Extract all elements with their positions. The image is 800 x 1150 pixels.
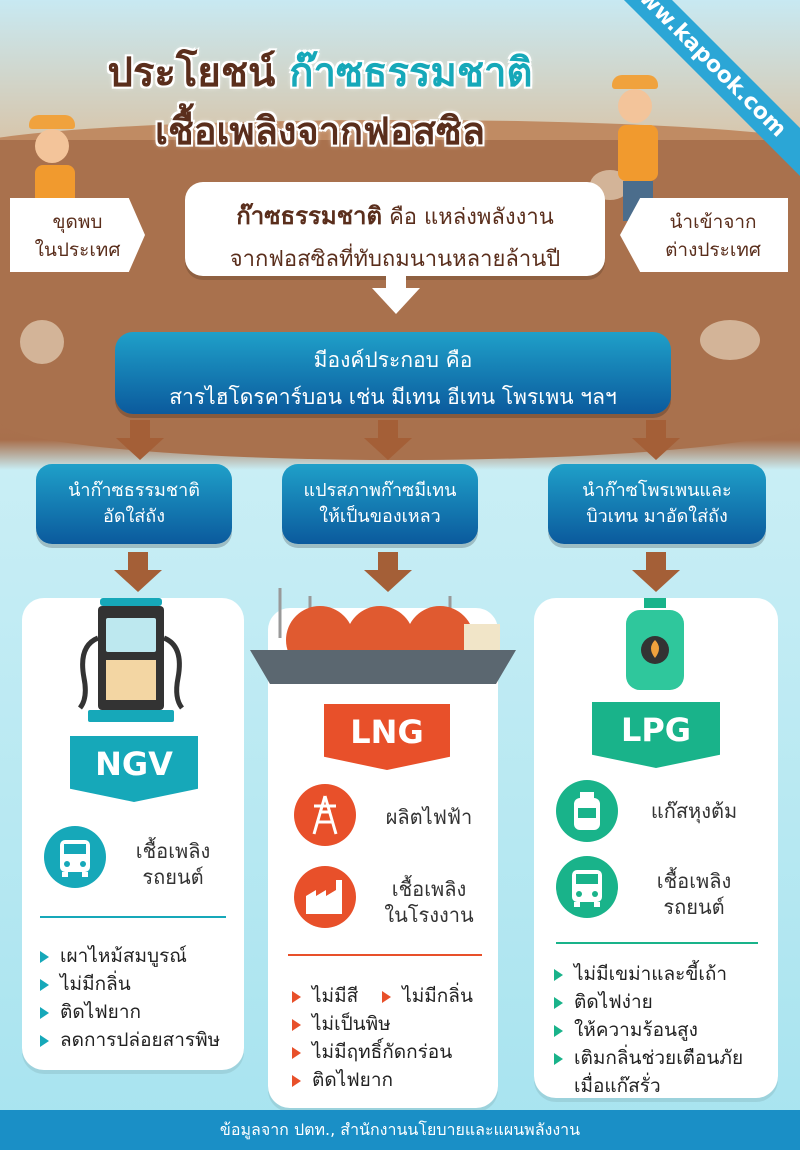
down-arrow-white bbox=[372, 270, 420, 314]
lng-benefit-list: ไม่เป็นพิษ ไม่มีฤทธิ์กัดกร่อน ติดไฟยาก bbox=[290, 1010, 452, 1094]
list-item: ให้ความร้อนสูง bbox=[552, 1016, 743, 1044]
title-highlight: ก๊าซธรรมชาติ bbox=[289, 50, 533, 96]
list-item-continuation: เมื่อแก๊สรั่ว bbox=[574, 1075, 661, 1097]
list-item: เผาไหม้สมบูรณ์ bbox=[38, 942, 220, 970]
down-arrow-lpg-2 bbox=[632, 552, 680, 592]
domestic-tag-line1: ขุดพบ bbox=[52, 211, 103, 233]
bus-icon bbox=[556, 856, 618, 918]
list-item: ไม่มีสี bbox=[290, 982, 358, 1010]
page-title-line2: เชื้อเพลิงจากฟอสซิล bbox=[154, 109, 486, 153]
down-arrow-lng bbox=[364, 420, 412, 460]
domestic-source-tag: ขุดพบ ในประเทศ bbox=[10, 198, 145, 272]
page-title-line1: ประโยชน์ ก๊าซธรรมชาติ bbox=[0, 40, 640, 104]
title-part1: ประโยชน์ bbox=[107, 50, 276, 96]
lng-badge: LNG bbox=[324, 704, 450, 770]
lpg-use2-line1: เชื้อเพลิง bbox=[656, 869, 732, 893]
lng-use2-label: เชื้อเพลิง ในโรงงาน bbox=[374, 876, 484, 928]
composition-line1: มีองค์ประกอบ คือ bbox=[313, 348, 473, 372]
process-lng: แปรสภาพก๊าซมีเทน ให้เป็นของเหลว bbox=[282, 464, 478, 544]
process-lng-line2: ให้เป็นของเหลว bbox=[319, 506, 441, 527]
gas-pump-icon bbox=[78, 598, 185, 722]
list-item: ลดการปล่อยสารพิษ bbox=[38, 1026, 220, 1054]
definition-line1: ก๊าซธรรมชาติ คือ แหล่งพลังงาน bbox=[185, 196, 605, 235]
list-item: ไม่มีกลิ่น bbox=[380, 982, 473, 1010]
list-item: ติดไฟยาก bbox=[38, 998, 220, 1026]
list-item: ไม่มีฤทธิ์กัดกร่อน bbox=[290, 1038, 452, 1066]
lpg-divider bbox=[556, 942, 758, 944]
fossil-bone-decoration bbox=[700, 320, 760, 360]
list-item: ติดไฟง่าย bbox=[552, 988, 743, 1016]
lng-card: LNG ผลิตไฟฟ้า เชื้อเพลิง ในโรงงาน ไม่มีส… bbox=[250, 588, 516, 1108]
lpg-use1-line1: แก๊สหุงต้ม bbox=[650, 799, 738, 823]
ngv-badge: NGV bbox=[70, 736, 198, 802]
bus-icon bbox=[44, 826, 106, 888]
lpg-use1-label: แก๊สหุงต้ม bbox=[634, 798, 754, 824]
down-arrow-ngv bbox=[116, 420, 164, 460]
lng-benefit-row: ไม่มีสี ไม่มีกลิ่น bbox=[290, 982, 473, 1010]
down-arrow-lpg bbox=[632, 420, 680, 460]
lng-use1-line1: ผลิตไฟฟ้า bbox=[385, 805, 473, 829]
down-arrow-ngv-2 bbox=[114, 552, 162, 592]
list-item: ไม่มีกลิ่น bbox=[38, 970, 220, 998]
lng-divider bbox=[288, 954, 482, 956]
definition-box: ก๊าซธรรมชาติ คือ แหล่งพลังงาน จากฟอสซิลท… bbox=[185, 182, 605, 276]
lng-ship-icon bbox=[250, 588, 516, 684]
definition-rest: คือ แหล่งพลังงาน bbox=[389, 205, 554, 230]
fossil-bone-decoration bbox=[20, 320, 64, 364]
process-ngv-line1: นำก๊าซธรรมชาติ bbox=[68, 480, 200, 501]
down-arrow-lng-2 bbox=[364, 552, 412, 592]
ngv-use-line1: เชื้อเพลิง bbox=[135, 839, 211, 863]
list-item: เติมกลิ่นช่วยเตือนภัย bbox=[552, 1044, 743, 1072]
ngv-benefit-list: เผาไหม้สมบูรณ์ ไม่มีกลิ่น ติดไฟยาก ลดการ… bbox=[38, 942, 220, 1054]
list-item: ไม่เป็นพิษ bbox=[290, 1010, 452, 1038]
process-lpg-line2: บิวเทน มาอัดใส่ถัง bbox=[586, 506, 728, 527]
list-item: ติดไฟยาก bbox=[290, 1066, 452, 1094]
composition-box: มีองค์ประกอบ คือ สารไฮโดรคาร์บอน เช่น มี… bbox=[115, 332, 671, 414]
ngv-divider bbox=[40, 916, 226, 918]
lng-use1-label: ผลิตไฟฟ้า bbox=[374, 804, 484, 830]
import-tag-line1: นำเข้าจาก bbox=[669, 211, 757, 233]
process-ngv-line2: อัดใส่ถัง bbox=[103, 506, 165, 527]
gas-cylinder-illustration bbox=[626, 598, 684, 690]
lpg-badge: LPG bbox=[592, 702, 720, 768]
lpg-use2-label: เชื้อเพลิง รถยนต์ bbox=[634, 868, 754, 920]
lng-use2-line2: ในโรงงาน bbox=[384, 903, 474, 927]
footer-source: ข้อมูลจาก ปตท., สำนักงานนโยบายและแผนพลัง… bbox=[0, 1110, 800, 1150]
composition-line2: สารไฮโดรคาร์บอน เช่น มีเทน อีเทน โพรเพน … bbox=[169, 385, 617, 409]
lpg-use2-line2: รถยนต์ bbox=[663, 895, 725, 919]
lpg-card: LPG แก๊สหุงต้ม เชื้อเพลิง รถยนต์ ไม่มีเข… bbox=[534, 598, 778, 1098]
process-lpg-line1: นำก๊าซโพรเพนและ bbox=[582, 480, 732, 501]
import-tag-line2: ต่างประเทศ bbox=[665, 239, 761, 261]
ngv-card: NGV เชื้อเพลิง รถยนต์ เผาไหม้สมบูรณ์ ไม่… bbox=[22, 598, 244, 1070]
gas-cylinder-icon bbox=[556, 780, 618, 842]
process-ngv: นำก๊าซธรรมชาติ อัดใส่ถัง bbox=[36, 464, 232, 544]
power-tower-icon bbox=[294, 784, 356, 846]
definition-term: ก๊าซธรรมชาติ bbox=[236, 202, 383, 230]
definition-line2: จากฟอสซิลที่ทับถมนานหลายล้านปี bbox=[229, 247, 561, 272]
process-lpg: นำก๊าซโพรเพนและ บิวเทน มาอัดใส่ถัง bbox=[548, 464, 766, 544]
factory-icon bbox=[294, 866, 356, 928]
list-item: ไม่มีเขม่าและขี้เถ้า bbox=[552, 960, 743, 988]
ngv-use-label: เชื้อเพลิง รถยนต์ bbox=[118, 838, 228, 890]
import-source-tag: นำเข้าจาก ต่างประเทศ bbox=[620, 198, 788, 272]
domestic-tag-line2: ในประเทศ bbox=[34, 239, 121, 261]
lng-use2-line1: เชื้อเพลิง bbox=[391, 877, 467, 901]
ngv-use-line2: รถยนต์ bbox=[142, 865, 204, 889]
process-lng-line1: แปรสภาพก๊าซมีเทน bbox=[303, 480, 457, 501]
lpg-benefit-list: ไม่มีเขม่าและขี้เถ้า ติดไฟง่าย ให้ความร้… bbox=[552, 960, 743, 1100]
